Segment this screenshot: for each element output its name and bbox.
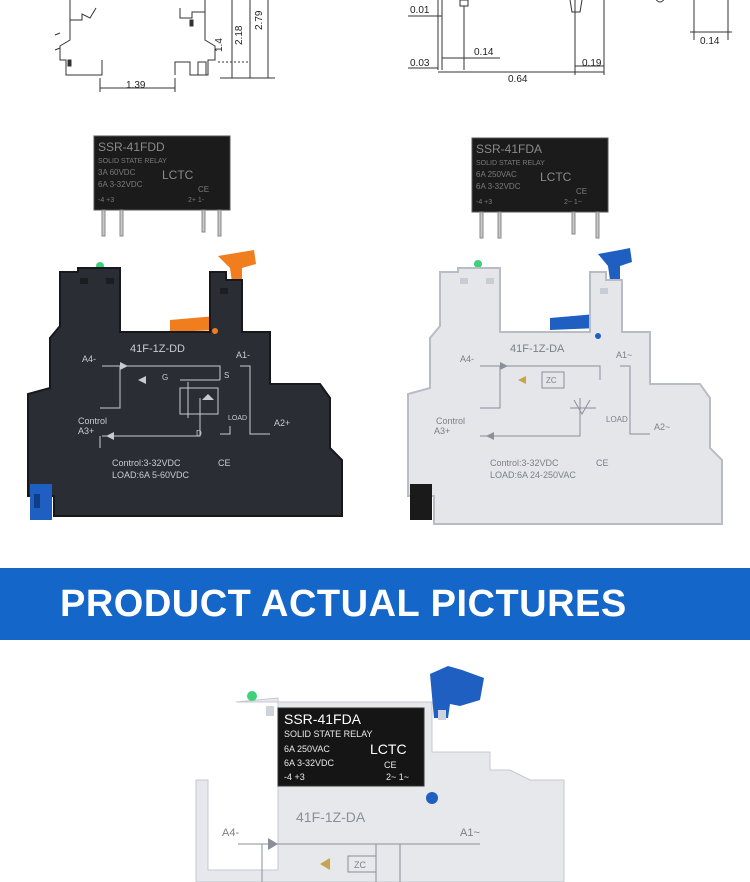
dim-pin-label: 0.14 <box>474 47 494 58</box>
photo-base-zc: ZC <box>354 860 366 870</box>
product-photo: SSR-41FDA SOLID STATE RELAY 6A 250VAC 6A… <box>195 666 565 882</box>
photo-relay-brand: LCTC <box>370 741 407 757</box>
relay-da-line2: 6A 3-32VDC <box>476 182 521 191</box>
photo-relay-pins-right: 2~ 1~ <box>386 772 409 782</box>
base-dd-g: G <box>162 373 168 382</box>
dim-body-label: 0.64 <box>508 74 528 85</box>
dimension-drawing-left <box>54 0 275 92</box>
relay-da-line1: 6A 250VAC <box>476 170 517 179</box>
dim-thick-label: 0.14 <box>700 36 720 47</box>
dimension-drawing-right <box>408 0 732 75</box>
relay-da-type: SOLID STATE RELAY <box>476 160 545 167</box>
dim-height-c-label: 2.79 <box>254 10 265 30</box>
led-indicator-icon <box>247 691 257 701</box>
photo-relay-pins-left: -4 +3 <box>284 772 305 782</box>
relay-dd-line2: 6A 3-32VDC <box>98 180 143 189</box>
base-dd-a1: A1- <box>236 350 250 360</box>
relay-da-ce: CE <box>576 187 587 196</box>
relay-dd-brand: LCTC <box>162 168 194 182</box>
relay-da-model: SSR-41FDA <box>476 142 542 156</box>
base-da-zc: ZC <box>546 376 557 385</box>
base-da-ce: CE <box>596 458 609 468</box>
relay-dd-model: SSR-41FDD <box>98 140 165 154</box>
relay-dd-type: SOLID STATE RELAY <box>98 158 167 165</box>
base-dd-control: Control <box>78 416 107 426</box>
relay-base-da: 41F-1Z-DA A4- A1~ A3+ A2~ Control ZC LOA… <box>407 248 723 525</box>
base-dd-s: S <box>224 371 229 380</box>
blue-clip-icon <box>598 248 632 280</box>
photo-relay-ce: CE <box>384 760 397 770</box>
photo-relay-line2: 6A 3-32VDC <box>284 758 335 768</box>
base-da-a1: A1~ <box>616 350 632 360</box>
base-da-load: LOAD <box>606 415 628 424</box>
relay-da-brand: LCTC <box>540 170 572 184</box>
relay-dd-pins-left: -4 +3 <box>98 197 114 204</box>
photo-relay-line1: 6A 250VAC <box>284 744 330 754</box>
base-da-control: Control <box>436 416 465 426</box>
base-dd-spec1: Control:3-32VDC <box>112 458 181 468</box>
base-da-a3: A3+ <box>434 426 450 436</box>
relay-dd-line1: 3A 60VDC <box>98 168 136 177</box>
dim-width-label: 1.39 <box>126 80 146 91</box>
dimension-drawings: 1.39 1.4 2.18 2.79 0.01 0.14 0.03 0.64 0… <box>54 0 732 92</box>
relay-dd-pins-right: 2+ 1- <box>188 197 205 204</box>
dim-pin-gap-label: 0.03 <box>410 58 430 69</box>
relay-module-dd: SSR-41FDD SOLID STATE RELAY 3A 60VDC 6A … <box>93 135 231 237</box>
dim-height-a-label: 1.4 <box>214 38 225 52</box>
banner-title: PRODUCT ACTUAL PICTURES <box>60 583 627 625</box>
photo-relay-type: SOLID STATE RELAY <box>284 729 373 739</box>
base-da-a2: A2~ <box>654 422 670 432</box>
base-dd-model: 41F-1Z-DD <box>130 343 185 355</box>
relay-da-pins-left: -4 +3 <box>476 199 492 206</box>
led-indicator-icon <box>474 260 482 268</box>
base-dd-d: D <box>196 429 202 438</box>
base-dd-a3: A3+ <box>78 426 94 436</box>
dim-height-b-label: 2.18 <box>234 25 245 45</box>
photo-base-model: 41F-1Z-DA <box>296 809 366 825</box>
product-banner: PRODUCT ACTUAL PICTURES <box>0 568 750 640</box>
photo-relay-model: SSR-41FDA <box>284 711 362 727</box>
base-dd-a2: A2+ <box>274 418 290 428</box>
base-da-a4: A4- <box>460 354 474 364</box>
base-dd-load: LOAD <box>228 415 247 422</box>
relay-base-dd: 41F-1Z-DD A4- A1- A3+ A2+ Control G S D … <box>27 250 343 520</box>
orange-clip-icon <box>218 250 256 282</box>
base-da-spec2: LOAD:6A 24-250VAC <box>490 470 576 480</box>
base-dd-a4: A4- <box>82 354 96 364</box>
photo-base-a1: A1~ <box>460 827 480 839</box>
relay-da-pins-right: 2~ 1~ <box>564 199 582 206</box>
blue-clip-icon <box>430 666 484 718</box>
base-da-model: 41F-1Z-DA <box>510 343 565 355</box>
photo-base-a4: A4- <box>222 827 239 839</box>
dim-top-left-label: 0.01 <box>410 5 430 16</box>
base-dd-spec2: LOAD:6A 5-60VDC <box>112 470 190 480</box>
dim-side-label: 0.19 <box>582 58 602 69</box>
base-da-spec1: Control:3-32VDC <box>490 458 559 468</box>
base-dd-ce: CE <box>218 458 231 468</box>
relay-module-da: SSR-41FDA SOLID STATE RELAY 6A 250VAC 6A… <box>471 137 609 239</box>
relay-dd-ce: CE <box>198 185 209 194</box>
